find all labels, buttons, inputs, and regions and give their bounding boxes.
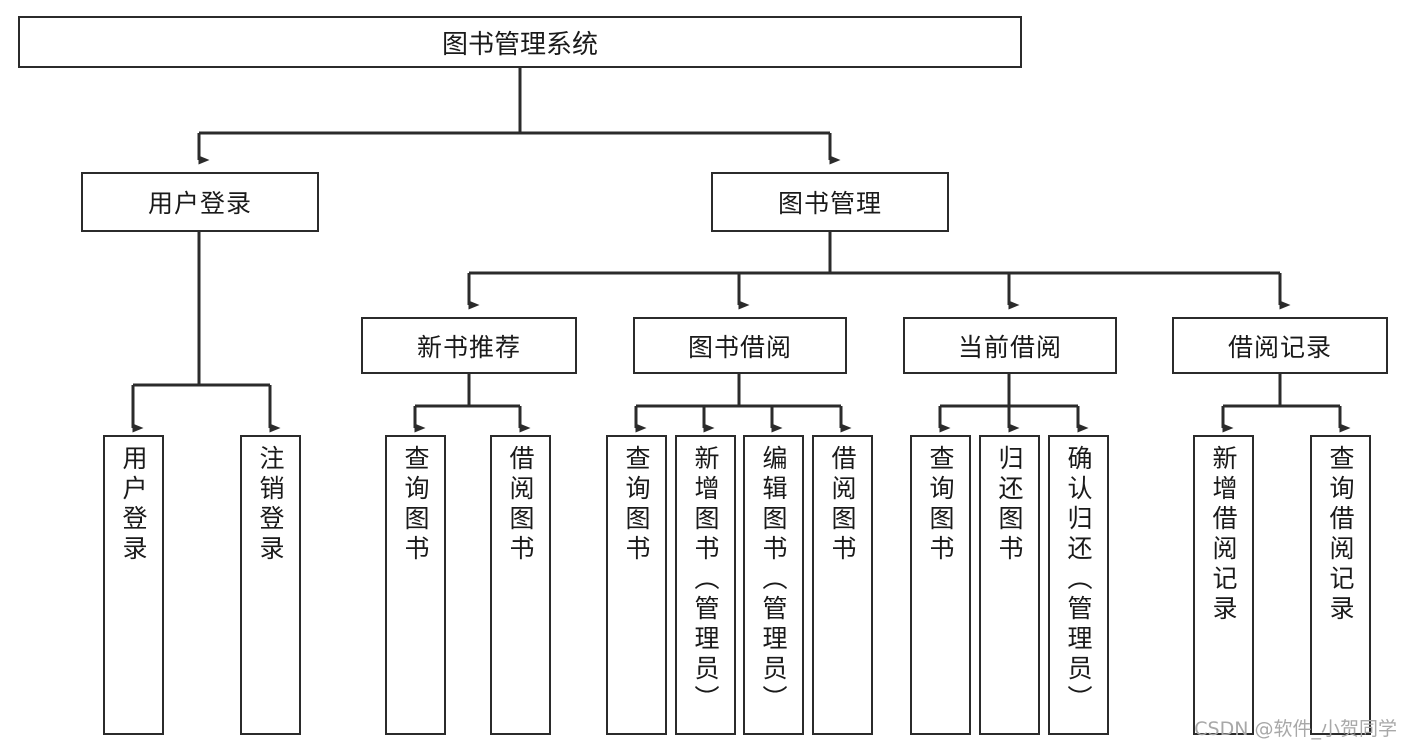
node-label: 注销登录 — [256, 445, 285, 565]
node-label: 查询图书 — [622, 445, 651, 565]
leaf-confirm-return-admin[interactable]: 确认归还（管理员） — [1048, 435, 1109, 735]
leaf-add-book-admin[interactable]: 新增图书（管理员） — [675, 435, 736, 735]
leaf-borrow-book[interactable]: 借阅图书 — [812, 435, 873, 735]
leaf-query-borrow-record[interactable]: 查询借阅记录 — [1310, 435, 1371, 735]
node-book-borrow[interactable]: 图书借阅 — [633, 317, 847, 374]
node-borrow-record[interactable]: 借阅记录 — [1172, 317, 1388, 374]
node-label: 借阅记录 — [1227, 332, 1332, 362]
node-label: 当前借阅 — [957, 332, 1062, 362]
node-user-login[interactable]: 用户登录 — [81, 172, 319, 232]
leaf-user-login[interactable]: 用户登录 — [103, 435, 164, 735]
node-label: 查询图书 — [926, 445, 955, 565]
node-label: 图书借阅 — [687, 332, 792, 362]
node-label: 借阅图书 — [506, 445, 535, 565]
leaf-query-book-new[interactable]: 查询图书 — [385, 435, 446, 735]
node-label: 新增借阅记录 — [1209, 445, 1238, 625]
leaf-logout-login[interactable]: 注销登录 — [240, 435, 301, 735]
node-label: 查询图书 — [401, 445, 430, 565]
node-label: 新增图书（管理员） — [691, 445, 720, 715]
node-label: 用户登录 — [119, 445, 148, 565]
leaf-query-book-borrow[interactable]: 查询图书 — [606, 435, 667, 735]
node-label: 编辑图书（管理员） — [759, 445, 788, 715]
leaf-edit-book-admin[interactable]: 编辑图书（管理员） — [743, 435, 804, 735]
node-label: 新书推荐 — [416, 332, 521, 362]
node-label: 归还图书 — [995, 445, 1024, 565]
node-root-book-management-system[interactable]: 图书管理系统 — [18, 16, 1022, 68]
node-label: 借阅图书 — [828, 445, 857, 565]
watermark-text: CSDN @软件_小贺同学 — [1194, 718, 1397, 740]
node-label: 确认归还（管理员） — [1064, 445, 1093, 715]
node-label: 用户登录 — [147, 189, 252, 218]
node-new-book-recommend[interactable]: 新书推荐 — [361, 317, 577, 374]
node-book-management[interactable]: 图书管理 — [711, 172, 949, 232]
leaf-add-borrow-record[interactable]: 新增借阅记录 — [1193, 435, 1254, 735]
node-current-borrow[interactable]: 当前借阅 — [903, 317, 1117, 374]
node-label: 查询借阅记录 — [1326, 445, 1355, 625]
leaf-borrow-book-new[interactable]: 借阅图书 — [490, 435, 551, 735]
leaf-query-book-current[interactable]: 查询图书 — [910, 435, 971, 735]
leaf-return-book[interactable]: 归还图书 — [979, 435, 1040, 735]
node-label: 图书管理系统 — [441, 29, 598, 60]
node-label: 图书管理 — [777, 189, 882, 218]
